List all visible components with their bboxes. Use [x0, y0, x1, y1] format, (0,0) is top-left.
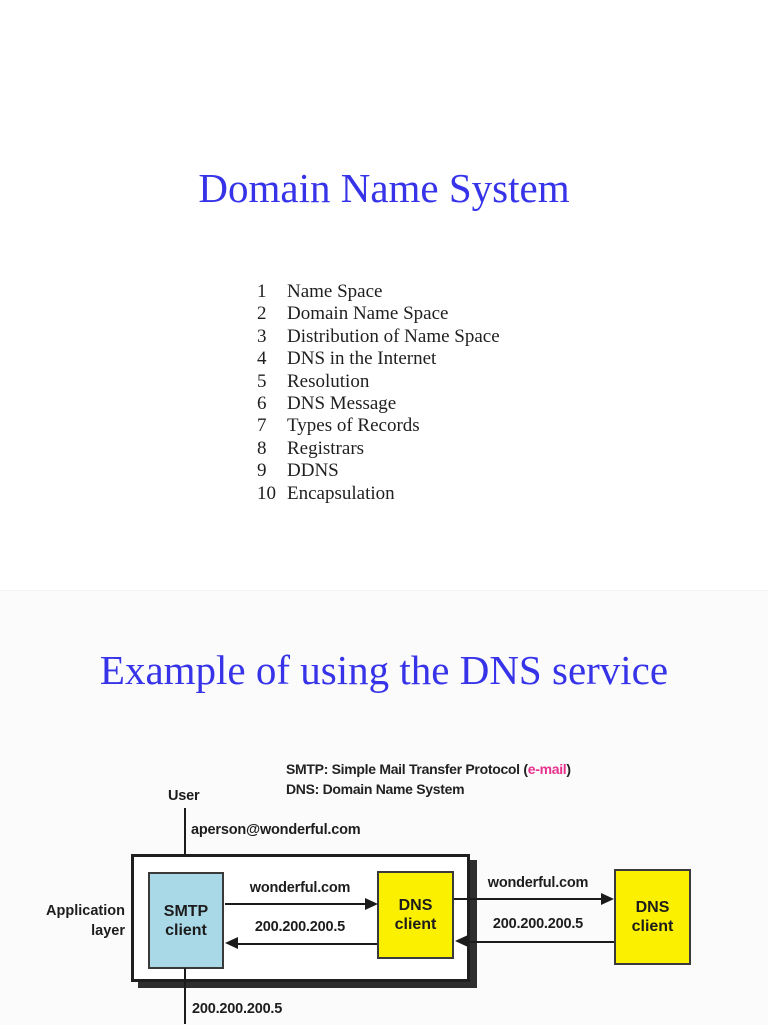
- list-item: 6 DNS Message: [257, 393, 500, 415]
- toc-label: Resolution: [287, 370, 370, 392]
- smtp-output-line: [184, 968, 186, 1024]
- list-item: 2 Domain Name Space: [257, 303, 500, 325]
- toc-label: Domain Name Space: [287, 303, 449, 325]
- smtp-client-label-line1: SMTP: [163, 902, 209, 920]
- remote-query-domain-label: wonderful.com: [487, 875, 589, 891]
- arrow-line-dns-to-smtp: [238, 943, 377, 945]
- toc-label: Encapsulation: [287, 482, 395, 504]
- remote-response-ip-label: 200.200.200.5: [492, 916, 584, 932]
- response-ip-label: 200.200.200.5: [254, 919, 346, 935]
- toc-number: 2: [257, 303, 267, 325]
- legend-dns-line: DNS: Domain Name System: [286, 781, 465, 797]
- dns-client-remote-label-line1: DNS: [635, 899, 670, 916]
- toc-number: 1: [257, 281, 267, 302]
- dns-client-remote-box: DNS client: [614, 869, 691, 965]
- list-item: 5 Resolution: [257, 371, 500, 393]
- protocol-legend: SMTP: Simple Mail Transfer Protocol (e-m…: [286, 759, 571, 799]
- arrow-left-icon: [455, 935, 468, 947]
- slide-page-1: [0, 0, 768, 590]
- user-arrow-line: [184, 808, 186, 860]
- list-item: 8 Registrars: [257, 438, 500, 460]
- arrow-line-smtp-to-dns: [225, 903, 367, 905]
- user-label: User: [168, 788, 200, 804]
- toc-label: DNS Message: [287, 393, 397, 415]
- legend-smtp-prefix: SMTP: Simple Mail Transfer Protocol (: [286, 761, 528, 777]
- application-layer-label-line2: layer: [91, 923, 125, 939]
- legend-email-highlight: e-mail: [527, 761, 567, 777]
- query-domain-label: wonderful.com: [249, 880, 351, 896]
- dns-client-label-line2: client: [394, 916, 437, 933]
- toc-label: DDNS: [287, 460, 339, 482]
- legend-smtp-line: SMTP: Simple Mail Transfer Protocol (e-m…: [286, 759, 571, 779]
- list-item: 10 Encapsulation: [257, 483, 500, 505]
- toc-number: 4: [257, 348, 267, 370]
- toc-list: 1 Name Space 2 Domain Name Space 3 Distribu…: [257, 281, 500, 505]
- application-layer-label-line1: Application: [46, 903, 125, 919]
- application-layer-label: Application layer: [35, 901, 125, 941]
- smtp-client-label-line2: client: [165, 921, 207, 939]
- toc-number: 5: [257, 370, 267, 392]
- arrow-line-dns-to-remote: [454, 898, 603, 900]
- toc-number: 9: [257, 460, 267, 482]
- toc-label: Registrars: [287, 437, 365, 459]
- arrow-line-remote-to-dns: [468, 941, 614, 943]
- toc-number: 7: [257, 415, 267, 437]
- dns-client-remote-label-line2: client: [631, 918, 674, 935]
- toc-label: Types of Records: [287, 415, 420, 437]
- toc-label: Name Space: [287, 281, 383, 302]
- bottom-ip-label: 200.200.200.5: [192, 1001, 283, 1017]
- email-address-label: aperson@wonderful.com: [191, 822, 361, 838]
- legend-smtp-suffix: ): [566, 761, 571, 777]
- list-item: 7 Types of Records: [257, 415, 500, 437]
- toc-label: Distribution of Name Space: [287, 325, 500, 347]
- arrow-right-icon: [365, 898, 378, 910]
- toc-number: 10: [257, 482, 276, 504]
- list-item: 9 DDNS: [257, 460, 500, 482]
- dns-client-label-line1: DNS: [398, 897, 433, 914]
- toc-number: 3: [257, 325, 267, 347]
- list-item: 4 DNS in the Internet: [257, 348, 500, 370]
- toc-label: DNS in the Internet: [287, 348, 437, 370]
- toc-number: 6: [257, 393, 267, 415]
- dns-client-box: DNS client: [377, 871, 454, 959]
- slide1-title: Domain Name System: [198, 165, 570, 211]
- smtp-client-box: SMTP client: [148, 872, 224, 969]
- list-item: 1 Name Space: [257, 281, 500, 303]
- list-item: 3 Distribution of Name Space: [257, 326, 500, 348]
- slide2-title: Example of using the DNS service: [99, 647, 669, 693]
- arrow-left-icon: [225, 937, 238, 949]
- toc-number: 8: [257, 437, 267, 459]
- arrow-right-icon: [601, 893, 614, 905]
